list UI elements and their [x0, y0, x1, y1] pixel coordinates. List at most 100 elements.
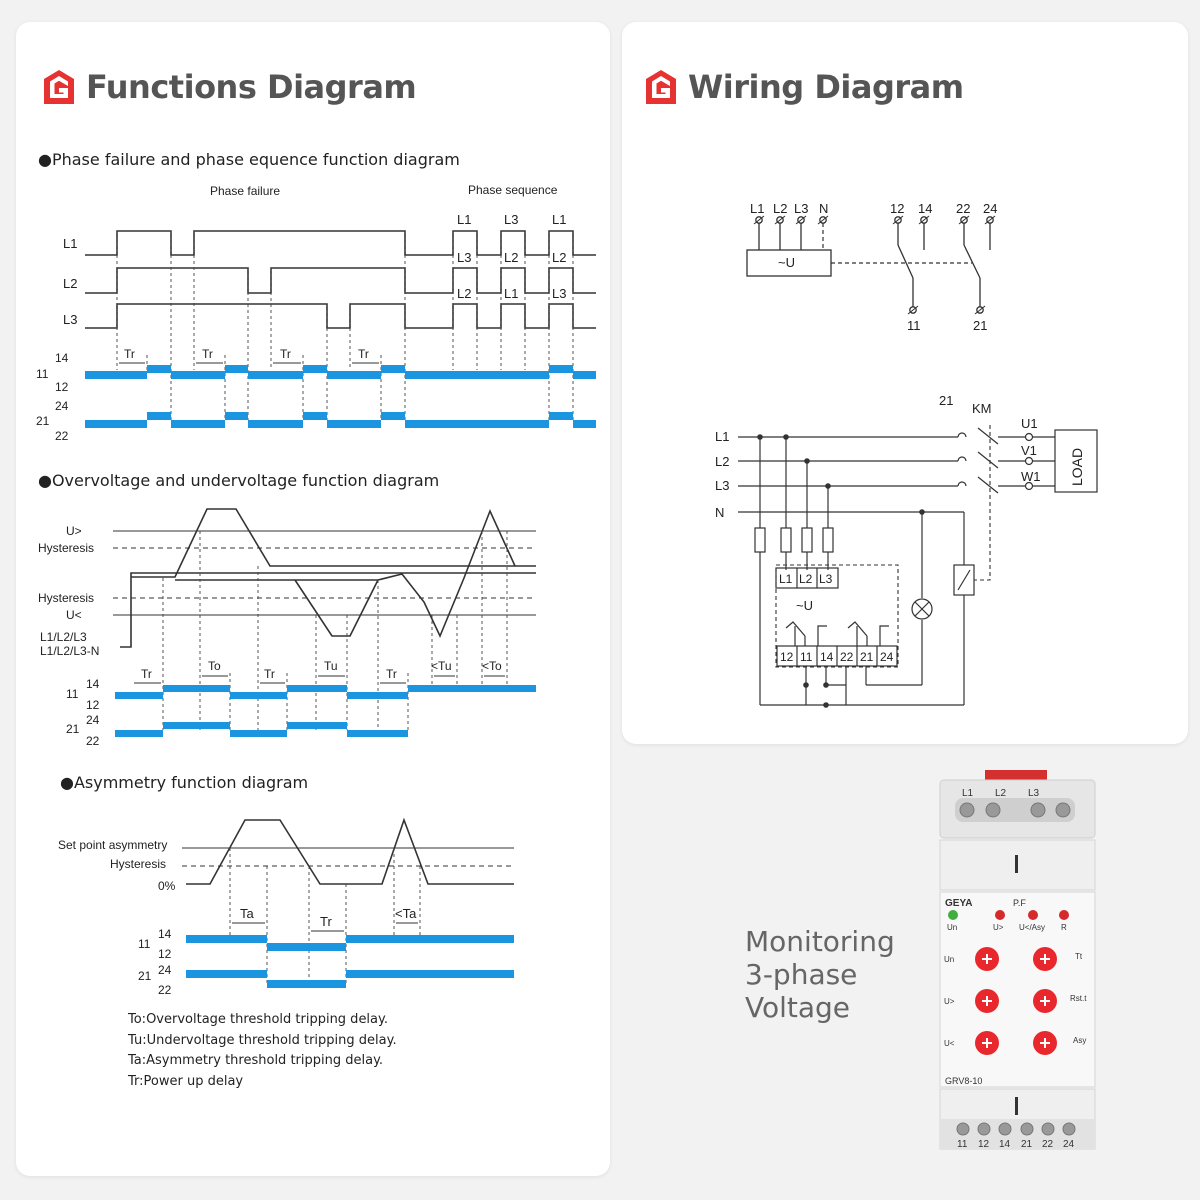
l2-waveform: [85, 267, 596, 294]
input-l2: L2: [799, 572, 813, 586]
wiring-header: Wiring Diagram: [644, 68, 964, 106]
tr-label: Tr: [280, 347, 291, 361]
knob-label-rst: Rst.t: [1070, 994, 1087, 1003]
brand-logo-icon: [646, 70, 676, 104]
product-caption: Monitoring 3-phase Voltage: [745, 925, 895, 1024]
contact-21: 21: [36, 414, 50, 428]
supply-u-label: ~U: [778, 255, 795, 270]
hysteresis-upper-label: Hysteresis: [38, 541, 94, 555]
terminal-11: 11: [907, 318, 921, 333]
device-bottom-22: 22: [1042, 1139, 1054, 1150]
relay-terminal-11: 11: [800, 650, 813, 664]
caption-line-2: 3-phase: [745, 958, 858, 991]
contact-12: 12: [86, 698, 100, 712]
line-n: N: [715, 505, 724, 520]
voltage-drop-line: [175, 508, 516, 638]
device-top-l2: L2: [995, 788, 1007, 799]
led-label-un: Un: [947, 923, 957, 932]
voltage-ln-line: [131, 508, 536, 578]
delay-legend: To:Overvoltage threshold tripping delay.…: [128, 1010, 397, 1092]
contact-24: 24: [55, 399, 69, 413]
output-v1: V1: [1021, 443, 1037, 458]
voltage-delay-to-short: <To: [482, 659, 502, 673]
led-un: [948, 910, 958, 920]
led-under: [1028, 910, 1038, 920]
seq-low-1: L2: [457, 286, 471, 301]
functions-header: Functions Diagram: [42, 68, 417, 106]
legend-ta: Ta:Asymmetry threshold tripping delay.: [128, 1053, 384, 1068]
terminal-24: 24: [983, 201, 997, 216]
asym-diagram: Set point asymmetry Hysteresis 0% Ta Tr …: [58, 817, 514, 997]
load-label: LOAD: [1069, 448, 1085, 486]
tr-label: Tr: [358, 347, 369, 361]
contact-11: 11: [138, 937, 151, 951]
line-l1: L1: [715, 429, 729, 444]
phase-failure-label: Phase failure: [210, 184, 280, 198]
seq-top-3: L1: [552, 212, 566, 227]
functions-title: Functions Diagram: [86, 68, 417, 106]
voltage-delay-tu: Tu: [324, 659, 338, 673]
relay-schematic: L1 L2 L3 N 12 14 22 24 11 21 ~U: [746, 201, 997, 333]
u-over-label: U>: [66, 524, 82, 538]
tr-label: Tr: [124, 347, 135, 361]
asym-delay-tr: Tr: [320, 914, 332, 929]
voltage-dip-line: [294, 579, 379, 637]
phase-sequence-label: Phase sequence: [468, 183, 558, 197]
l1-label: L1: [63, 236, 77, 251]
contact-21-signal: [85, 420, 147, 428]
l3-waveform: [85, 303, 596, 329]
terminal-12: 12: [890, 201, 904, 216]
led-label-over: U>: [993, 923, 1004, 932]
device-top-l3: L3: [1028, 788, 1040, 799]
phase-diagram: Phase failure Phase sequence L1 L2 L3 L1…: [36, 183, 596, 440]
voltage-delay-tu-short: <Tu: [431, 659, 452, 673]
label-21: 21: [939, 393, 953, 408]
device-model: GRV8-10: [945, 1076, 982, 1086]
led-over: [995, 910, 1005, 920]
device-top-l1: L1: [962, 788, 974, 799]
l1-waveform: [85, 230, 596, 256]
contact-12: 12: [55, 380, 69, 394]
seq-mid-1: L3: [457, 250, 471, 265]
contact-22: 22: [55, 429, 69, 440]
load-box: [1054, 429, 1098, 493]
seq-low-3: L3: [552, 286, 566, 301]
terminal-22: 22: [956, 201, 970, 216]
asym-contact-11-signal: [186, 935, 267, 943]
knob-label-tt: Tt: [1075, 952, 1083, 961]
device-bottom-12: 12: [978, 1139, 990, 1150]
asym-hysteresis-label: Hysteresis: [110, 857, 166, 871]
input-l1: L1: [779, 572, 793, 586]
connection-schematic: L1 L2 L3 N 21 KM U1 V1 W1 ~U: [715, 393, 1098, 708]
seq-top-1: L1: [457, 212, 471, 227]
voltage-delay-tr-1: Tr: [141, 667, 152, 681]
asym-waveform: [186, 817, 514, 885]
wiring-diagram-card: [622, 22, 1188, 744]
line-l2: L2: [715, 454, 729, 469]
relay-terminal-22: 22: [840, 650, 854, 664]
seq-mid-2: L2: [504, 250, 518, 265]
voltage-delay-to: To: [208, 659, 221, 673]
relay-device-image: L1 L2 L3 GEYA P.F Un U> U</Asy R Un Tt U…: [939, 770, 1096, 1150]
caption-line-1: Monitoring: [745, 925, 895, 958]
relay-terminal-21: 21: [860, 650, 874, 664]
knob-label-over: U>: [944, 997, 955, 1006]
seq-mid-3: L2: [552, 250, 566, 265]
asym-delay-ta-short: <Ta: [395, 906, 417, 921]
terminal-n: N: [819, 201, 828, 216]
terminal-21: 21: [973, 318, 987, 333]
relay-terminal-12: 12: [780, 650, 794, 664]
led-label-relay: R: [1061, 923, 1067, 932]
voltage-delay-tr-3: Tr: [386, 667, 397, 681]
contact-14: 14: [158, 927, 172, 941]
terminal-l2: L2: [773, 201, 787, 216]
l123-label: L1/L2/L3: [40, 630, 87, 644]
label-km: KM: [972, 401, 992, 416]
voltage-delay-tr-2: Tr: [264, 667, 275, 681]
seq-top-2: L3: [504, 212, 518, 227]
legend-tr: Tr:Power up delay: [128, 1073, 244, 1089]
relay-terminal-24: 24: [880, 650, 894, 664]
device-bottom-11: 11: [957, 1139, 968, 1150]
hysteresis-lower-label: Hysteresis: [38, 591, 94, 605]
device-pf-label: P.F: [1013, 898, 1026, 908]
